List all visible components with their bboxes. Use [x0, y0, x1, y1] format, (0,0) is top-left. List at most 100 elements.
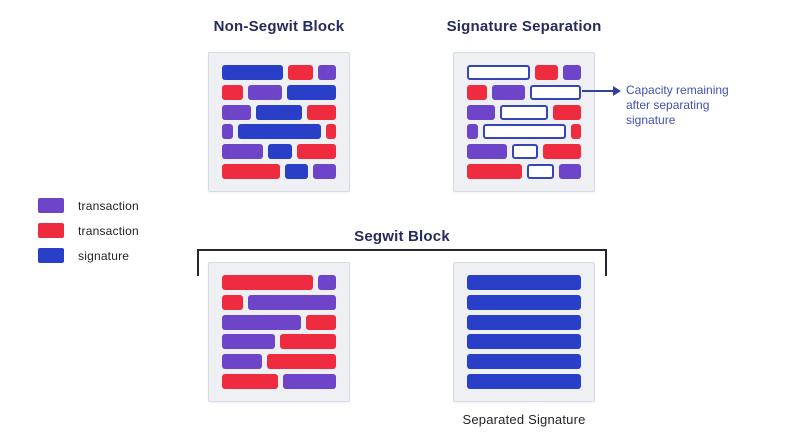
freed-capacity-bar: [499, 104, 549, 120]
red-bar: [222, 294, 244, 310]
block-row: [467, 373, 581, 389]
block-row: [467, 294, 581, 310]
purple-bar: [222, 144, 264, 160]
block-row: [222, 373, 336, 389]
capacity-annotation: Capacity remaining after separating sign…: [626, 83, 729, 127]
red-bar: [467, 84, 488, 100]
legend-label: transaction: [78, 223, 139, 238]
legend-item-transaction-red: transaction: [38, 223, 139, 238]
blue-bar: [467, 275, 581, 290]
blue-bar: [238, 124, 321, 140]
blue-bar: [467, 334, 581, 350]
purple-bar: [222, 314, 302, 330]
freed-capacity-bar: [527, 163, 555, 179]
block-row: [467, 144, 581, 160]
segwit-block-title: Segwit Block: [354, 228, 450, 245]
segwit-block-bracket: [197, 249, 607, 276]
legend-item-signature-blue: signature: [38, 248, 139, 263]
block-row: [222, 144, 336, 160]
purple-bar: [467, 124, 478, 140]
blue-bar: [467, 354, 581, 370]
signature-separation-title: Signature Separation: [446, 18, 602, 35]
legend-label: signature: [78, 248, 130, 263]
separated-signature-label: Separated Signature: [462, 412, 586, 427]
red-bar: [553, 104, 581, 120]
block-row: [222, 275, 336, 290]
blue-bar: [222, 65, 284, 80]
block-row: [222, 314, 336, 330]
blue-bar: [268, 144, 292, 160]
purple-bar: [467, 144, 507, 160]
red-bar: [279, 334, 336, 350]
purple-bar: [222, 124, 234, 140]
red-swatch-icon: [38, 223, 64, 238]
blue-bar: [467, 314, 581, 330]
red-bar: [307, 104, 336, 120]
red-bar: [325, 124, 336, 140]
block-row: [222, 104, 336, 120]
red-bar: [296, 144, 336, 160]
block-row: [467, 314, 581, 330]
block-row: [467, 84, 582, 100]
legend-item-transaction-purple: transaction: [38, 198, 139, 213]
red-bar: [222, 163, 280, 179]
freed-capacity-bar: [482, 124, 567, 140]
purple-bar: [248, 84, 283, 100]
block-row: [222, 334, 336, 350]
block-row: [222, 354, 336, 370]
legend: transaction transaction signature: [38, 198, 139, 263]
purple-bar: [559, 163, 581, 179]
red-bar: [467, 163, 523, 179]
block-row: [222, 84, 336, 100]
block-row: [222, 124, 336, 140]
purple-swatch-icon: [38, 198, 64, 213]
block-row: [467, 275, 581, 290]
purple-bar: [222, 354, 263, 370]
segwit-transactions-block: [208, 262, 350, 402]
block-row: [467, 65, 581, 80]
annotation-arrowhead-icon: [613, 86, 621, 96]
purple-bar: [317, 65, 336, 80]
block-row: [467, 104, 581, 120]
block-row: [467, 354, 581, 370]
block-row: [222, 294, 336, 310]
block-row: [222, 163, 336, 179]
legend-label: transaction: [78, 198, 139, 213]
blue-bar: [284, 163, 309, 179]
freed-capacity-bar: [530, 84, 582, 100]
blue-bar: [287, 84, 336, 100]
purple-bar: [313, 163, 336, 179]
red-bar: [534, 65, 559, 80]
purple-bar: [563, 65, 581, 80]
purple-bar: [248, 294, 336, 310]
red-bar: [267, 354, 336, 370]
freed-capacity-bar: [467, 65, 530, 80]
purple-bar: [222, 334, 275, 350]
non-segwit-block: [208, 52, 350, 192]
block-row: [222, 65, 336, 80]
purple-bar: [318, 275, 336, 290]
red-bar: [222, 84, 244, 100]
freed-capacity-bar: [511, 144, 539, 160]
non-segwit-block-title: Non-Segwit Block: [213, 18, 345, 35]
block-row: [467, 163, 581, 179]
red-bar: [288, 65, 313, 80]
purple-bar: [283, 373, 336, 389]
red-bar: [543, 144, 581, 160]
blue-swatch-icon: [38, 248, 64, 263]
red-bar: [222, 275, 314, 290]
red-bar: [571, 124, 581, 140]
blue-bar: [255, 104, 303, 120]
blue-bar: [467, 373, 581, 389]
purple-bar: [492, 84, 526, 100]
purple-bar: [222, 104, 251, 120]
purple-bar: [467, 104, 495, 120]
blue-bar: [467, 294, 581, 310]
block-row: [467, 124, 581, 140]
red-bar: [222, 373, 279, 389]
segwit-signatures-block: [453, 262, 595, 402]
red-bar: [306, 314, 336, 330]
signature-separation-block: [453, 52, 595, 192]
annotation-arrow-line: [582, 90, 614, 92]
